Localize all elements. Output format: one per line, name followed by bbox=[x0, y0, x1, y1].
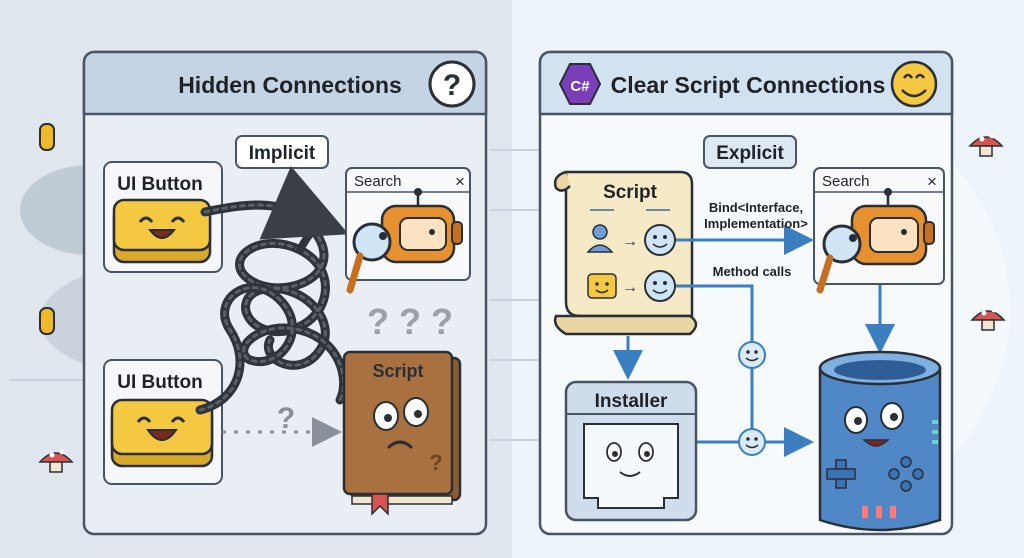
implicit-label: Implicit bbox=[249, 143, 316, 164]
happy-button-face-icon[interactable] bbox=[112, 198, 212, 264]
right-search-close-icon[interactable]: × bbox=[927, 172, 937, 191]
installer-label: Installer bbox=[595, 391, 668, 412]
svg-text:?: ? bbox=[429, 450, 442, 475]
smiley-bubble-icon bbox=[644, 270, 676, 302]
tangled-cable bbox=[195, 166, 349, 415]
ui-button-card-1: UI Button bbox=[103, 161, 223, 273]
question-marks-cluster: ? ? ? bbox=[367, 301, 453, 342]
explicit-tag: Explicit bbox=[703, 135, 797, 169]
installer-face-icon bbox=[583, 423, 679, 509]
ui-button-2-label: UI Button bbox=[117, 372, 202, 393]
script-scroll: Script → → bbox=[553, 170, 698, 336]
right-panel-title: Clear Script Connections bbox=[611, 72, 886, 98]
svg-text:→: → bbox=[622, 279, 638, 296]
smiley-bubble-icon bbox=[644, 224, 676, 256]
right-search-title: Search bbox=[822, 173, 870, 190]
svg-text:→: → bbox=[622, 233, 638, 250]
bind-label-line2: Implementation> bbox=[704, 216, 808, 231]
csharp-logo-text: C# bbox=[570, 78, 590, 95]
right-search-window: Search × bbox=[813, 167, 945, 294]
laughing-button-face-icon[interactable] bbox=[110, 398, 214, 468]
ui-button-1-label: UI Button bbox=[117, 174, 202, 195]
script-book-label: Script bbox=[372, 361, 423, 381]
left-search-window: Search × bbox=[345, 167, 471, 294]
script-book-icon: Script ? bbox=[342, 350, 462, 516]
service-container-icon bbox=[818, 350, 942, 532]
mushroom-icon bbox=[970, 307, 1006, 331]
arrow-smiley-nodes bbox=[738, 341, 766, 456]
implicit-tag: Implicit bbox=[235, 135, 329, 169]
question-mark-icon: ? bbox=[428, 60, 476, 108]
left-search-close-icon[interactable]: × bbox=[455, 172, 465, 191]
dotted-uncertain-arrow: ? bbox=[222, 402, 342, 447]
scroll-title: Script bbox=[603, 182, 658, 203]
smiley-icon bbox=[890, 60, 938, 108]
installer-box: Installer bbox=[564, 380, 698, 522]
left-panel-title: Hidden Connections bbox=[178, 72, 402, 98]
explicit-label: Explicit bbox=[716, 143, 784, 164]
dotted-question-mark: ? bbox=[277, 402, 295, 435]
csharp-logo-icon: C# bbox=[558, 63, 602, 105]
robot-with-magnifier-icon bbox=[816, 188, 935, 294]
mushroom-icon bbox=[968, 133, 1004, 157]
svg-text:?: ? bbox=[443, 69, 461, 102]
ui-button-card-2: UI Button bbox=[103, 359, 223, 485]
bind-label-line1: Bind<Interface, bbox=[709, 200, 803, 215]
button-face-small-icon bbox=[587, 273, 617, 299]
mushroom-icon bbox=[38, 449, 74, 473]
robot-with-magnifier-icon bbox=[346, 188, 463, 294]
user-interface-icon bbox=[586, 224, 614, 253]
left-search-title: Search bbox=[354, 173, 402, 190]
gold-coin-icon bbox=[39, 123, 55, 335]
method-calls-label: Method calls bbox=[713, 264, 792, 279]
